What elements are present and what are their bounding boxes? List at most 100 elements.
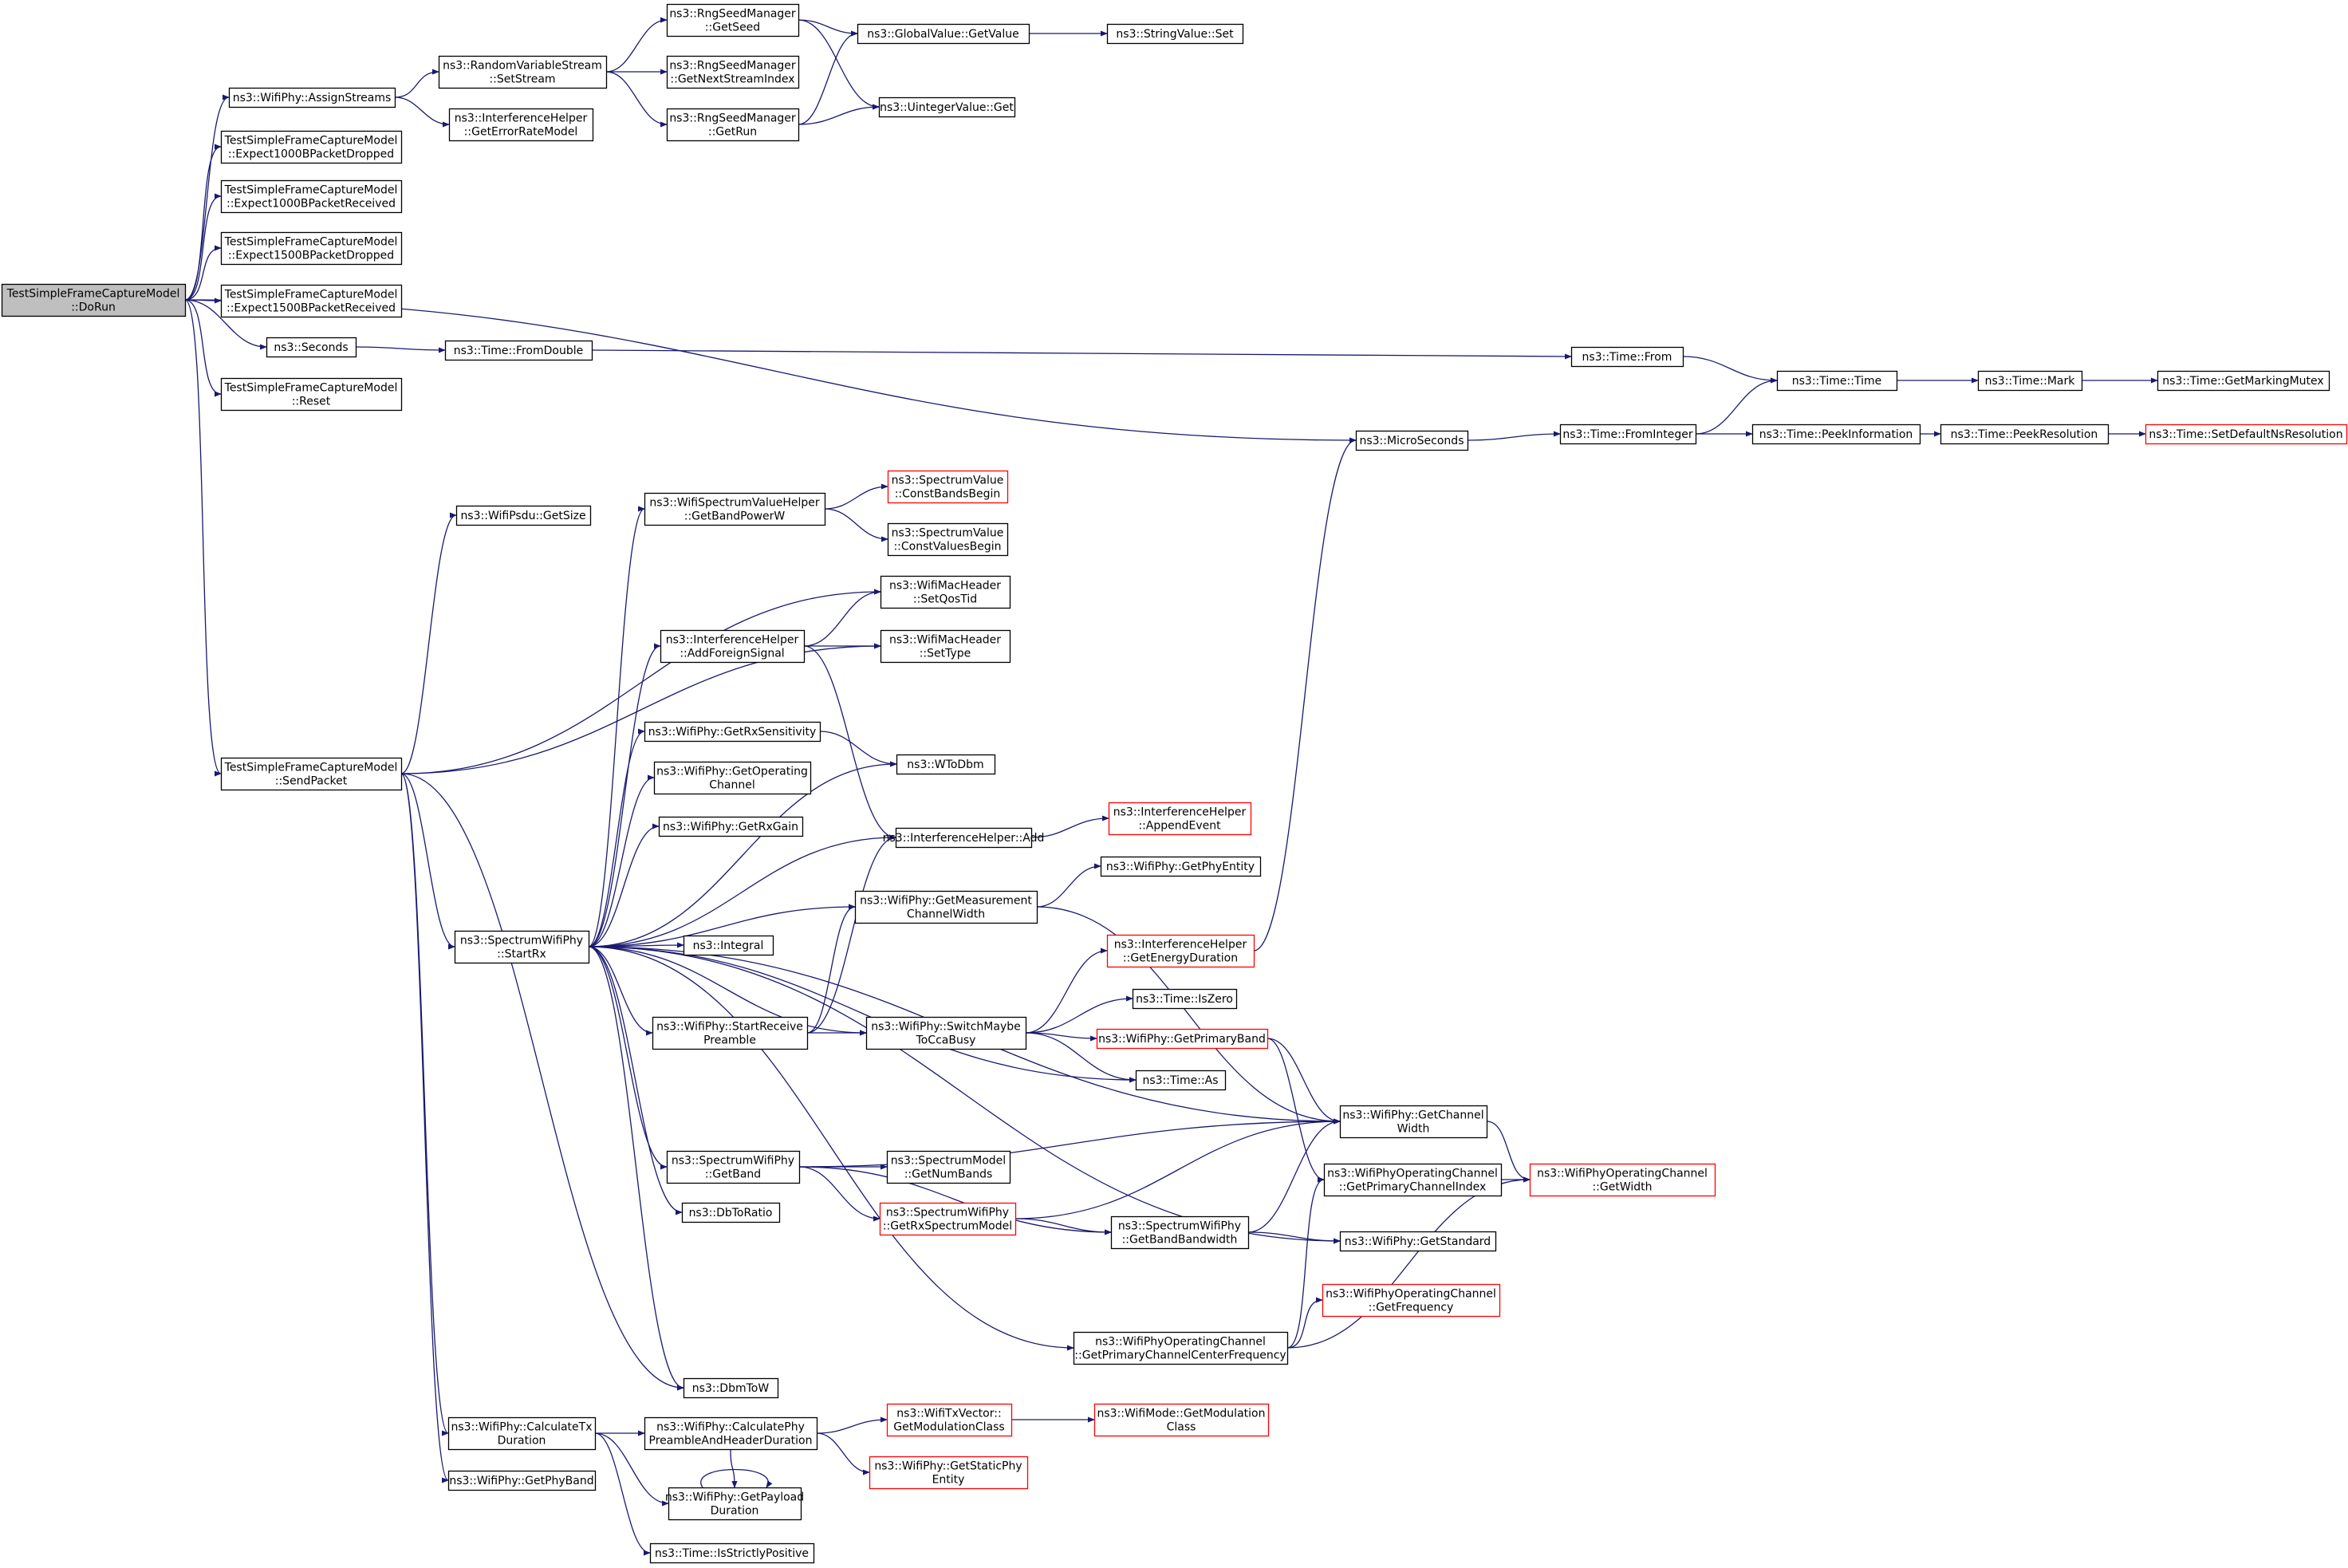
node-constvalues[interactable]: ns3::SpectrumValue::ConstValuesBegin (887, 522, 1009, 557)
node-getbandpower[interactable]: ns3::WifiSpectrumValueHelper::GetBandPow… (644, 492, 826, 526)
node-micro[interactable]: ns3::MicroSeconds (1355, 430, 1469, 451)
node-getrxgain[interactable]: ns3::WifiPhy::GetRxGain (658, 816, 804, 837)
node-box (880, 629, 1011, 664)
node-startrx[interactable]: ns3::SpectrumWifiPhy::StartRx (454, 930, 590, 964)
node-appendevent[interactable]: ns3::InterferenceHelper::AppendEvent (1108, 802, 1252, 836)
edge-dorun-to-exp1000r (184, 193, 222, 301)
node-integral[interactable]: ns3::Integral (683, 935, 774, 956)
edge-getrxspec-to-getchwidth (1014, 1118, 1341, 1219)
node-box (683, 935, 774, 956)
node-label: ::GetNextStreamIndex (670, 73, 794, 86)
node-getprimcenter[interactable]: ns3::WifiPhyOperatingChannel::GetPrimary… (1073, 1331, 1289, 1365)
node-label: Channel (709, 779, 754, 792)
node-getrxspec[interactable]: ns3::SpectrumWifiPhy::GetRxSpectrumModel (879, 1202, 1017, 1236)
node-swgetband[interactable]: ns3::SpectrumWifiPhy::GetBand (666, 1150, 801, 1184)
node-box (887, 522, 1009, 557)
node-exp1500d[interactable]: TestSimpleFrameCaptureModel::Expect1500B… (220, 231, 403, 266)
node-settype[interactable]: ns3::WifiMacHeader::SetType (880, 629, 1011, 664)
node-timetime[interactable]: ns3::Time::Time (1776, 370, 1898, 392)
node-ihadd[interactable]: ns3::InterferenceHelper::Add (883, 827, 1045, 849)
node-timemark[interactable]: ns3::Time::Mark (1977, 370, 2083, 392)
node-label: ns3::DbToRatio (689, 1207, 773, 1219)
node-timefrom[interactable]: ns3::Time::From (1570, 346, 1684, 368)
node-exp1500r[interactable]: TestSimpleFrameCaptureModel::Expect1500B… (220, 284, 403, 318)
node-dbmtow[interactable]: ns3::DbmToW (683, 1377, 779, 1399)
node-frominteger[interactable]: ns3::Time::FromInteger (1559, 424, 1697, 445)
node-peekinfo[interactable]: ns3::Time::PeekInformation (1751, 424, 1921, 445)
node-label: ns3::WifiPhy::AssignStreams (233, 92, 392, 104)
node-assign[interactable]: ns3::WifiPhy::AssignStreams (228, 87, 396, 108)
node-box (220, 130, 403, 164)
node-gvget[interactable]: ns3::GlobalValue::GetValue (857, 23, 1030, 45)
node-getbandbw[interactable]: ns3::SpectrumWifiPhy::GetBandBandwidth (1110, 1215, 1250, 1250)
node-getphyentity[interactable]: ns3::WifiPhy::GetPhyEntity (1100, 856, 1262, 877)
node-constbands[interactable]: ns3::SpectrumValue::ConstBandsBegin (887, 470, 1009, 504)
node-getrxsens[interactable]: ns3::WifiPhy::GetRxSensitivity (644, 721, 821, 743)
node-seconds[interactable]: ns3::Seconds (266, 337, 357, 358)
node-getphyband[interactable]: ns3::WifiPhy::GetPhyBand (447, 1470, 597, 1491)
node-getenergy[interactable]: ns3::InterferenceHelper::GetEnergyDurati… (1106, 934, 1255, 968)
node-modegetmod[interactable]: ns3::WifiMode::GetModulationClass (1093, 1403, 1270, 1437)
node-box (886, 1403, 1013, 1437)
node-strset[interactable]: ns3::StringValue::Set (1106, 23, 1244, 45)
node-dorun[interactable]: TestSimpleFrameCaptureModel::DoRun (1, 283, 187, 317)
edge-startrx-to-addforeign (588, 643, 661, 947)
node-getfreq[interactable]: ns3::WifiPhyOperatingChannel::GetFrequen… (1322, 1283, 1501, 1318)
node-psdusize[interactable]: ns3::WifiPsdu::GetSize (455, 505, 592, 526)
node-smgetnum[interactable]: ns3::SpectrumModel::GetNumBands (886, 1150, 1011, 1184)
node-box (1108, 802, 1252, 836)
node-box (220, 231, 403, 266)
node-fromdouble[interactable]: ns3::Time::FromDouble (444, 340, 593, 361)
node-getseed[interactable]: ns3::RngSeedManager::GetSeed (666, 3, 800, 37)
node-exp1000d[interactable]: TestSimpleFrameCaptureModel::Expect1000B… (220, 130, 403, 164)
node-label: ns3::Time::PeekInformation (1759, 428, 1913, 441)
node-timeas[interactable]: ns3::Time::As (1135, 1070, 1227, 1091)
node-addforeign[interactable]: ns3::InterferenceHelper::AddForeignSigna… (660, 629, 806, 664)
node-getprimidx[interactable]: ns3::WifiPhyOperatingChannel::GetPrimary… (1323, 1163, 1503, 1197)
node-label: ::ConstBandsBegin (895, 488, 1001, 501)
node-box (658, 816, 804, 837)
node-rvsetstream[interactable]: ns3::RandomVariableStream::SetStream (438, 55, 608, 89)
node-setdefns[interactable]: ns3::Time::SetDefaultNsResolution (2145, 424, 2348, 445)
node-wtodbm[interactable]: ns3::WToDbm (896, 754, 996, 775)
node-peekres[interactable]: ns3::Time::PeekResolution (1940, 424, 2110, 445)
edge-seconds-to-fromdouble (355, 346, 446, 353)
node-txvecmod[interactable]: ns3::WifiTxVector::GetModulationClass (886, 1403, 1013, 1437)
edge-addforeign-to-setqostid (803, 589, 881, 647)
node-reset[interactable]: TestSimpleFrameCaptureModel::Reset (220, 377, 403, 412)
node-getrun[interactable]: ns3::RngSeedManager::GetRun (666, 108, 800, 142)
node-iszero[interactable]: ns3::Time::IsZero (1132, 988, 1238, 1010)
node-label: TestSimpleFrameCaptureModel (224, 135, 398, 148)
node-label: ns3::WifiPhy::SwitchMaybe (871, 1021, 1021, 1034)
edge-dorun-to-exp1500d (184, 245, 222, 301)
node-label: ::SetType (920, 648, 971, 660)
node-uintget[interactable]: ns3::UintegerValue::Get (878, 97, 1016, 118)
edge-getprimaryband-to-getchwidth (1267, 1038, 1341, 1125)
node-box (455, 505, 592, 526)
node-getprimaryband[interactable]: ns3::WifiPhy::GetPrimaryBand (1096, 1028, 1269, 1050)
node-dbtoratio[interactable]: ns3::DbToRatio (681, 1202, 781, 1223)
node-ihgeterr[interactable]: ns3::InterferenceHelper::GetErrorRateMod… (448, 108, 594, 142)
node-getstandard[interactable]: ns3::WifiPhy::GetStandard (1339, 1231, 1497, 1252)
node-strictlypos[interactable]: ns3::Time::IsStrictlyPositive (649, 1542, 815, 1564)
node-label: ::AddForeignSignal (680, 648, 784, 660)
node-getnext[interactable]: ns3::RngSeedManager::GetNextStreamIndex (666, 55, 800, 89)
node-label: PreambleAndHeaderDuration (649, 1435, 813, 1448)
node-sendpacket[interactable]: TestSimpleFrameCaptureModel::SendPacket (220, 757, 403, 791)
node-exp1000r[interactable]: TestSimpleFrameCaptureModel::Expect1000B… (220, 179, 403, 214)
node-getmarking[interactable]: ns3::Time::GetMarkingMutex (2157, 370, 2330, 392)
node-setqostid[interactable]: ns3::WifiMacHeader::SetQosTid (880, 575, 1011, 609)
edge-switchmaybe-to-iszero (1025, 995, 1133, 1034)
node-opchgetwidth[interactable]: ns3::WifiPhyOperatingChannel::GetWidth (1529, 1163, 1716, 1197)
node-calcphy[interactable]: ns3::WifiPhy::CalculatePhyPreambleAndHea… (644, 1416, 818, 1451)
edge-micro-to-frominteger (1467, 431, 1561, 441)
edge-swgetband-to-getrxspec (798, 1166, 880, 1222)
